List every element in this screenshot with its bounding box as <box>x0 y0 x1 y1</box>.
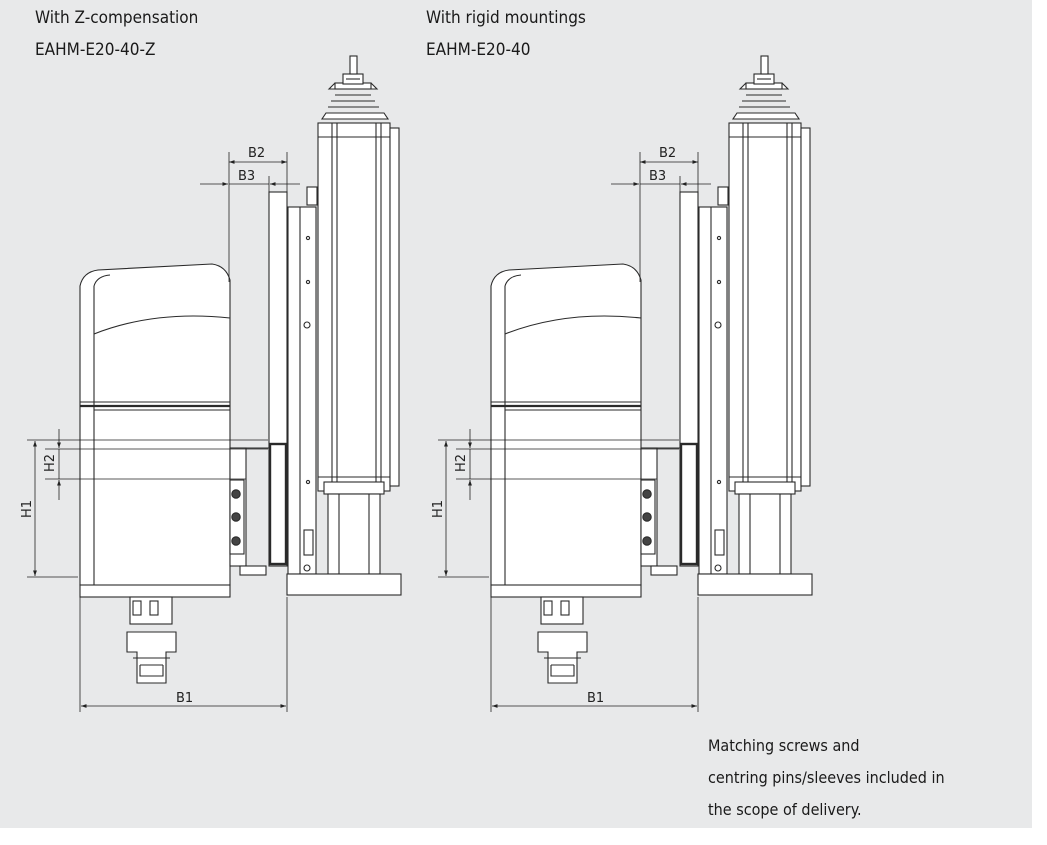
variant-name: With Z-compensation <box>35 8 199 28</box>
note-line: Matching screws and <box>708 736 860 755</box>
dim-label-b3: B3 <box>649 169 666 184</box>
variant-model: EAHM-E20-40 <box>426 40 531 60</box>
dim-label-b2: B2 <box>659 146 676 161</box>
dim-label-b2: B2 <box>248 146 265 161</box>
delivery-note: Matching screws and centring pins/sleeve… <box>708 730 945 826</box>
gripper-drawing <box>78 54 403 685</box>
caption-z-compensation: With Z-compensation EAHM-E20-40-Z <box>35 2 198 66</box>
drawing-panel: With Z-compensation EAHM-E20-40-Z With r… <box>0 0 1032 828</box>
caption-rigid-mountings: With rigid mountings EAHM-E20-40 <box>426 2 586 66</box>
dim-label-h2: H2 <box>43 454 58 472</box>
note-line: the scope of delivery. <box>708 800 862 819</box>
dim-label-h2: H2 <box>454 454 469 472</box>
dim-label-b3: B3 <box>238 169 255 184</box>
view-z-compensation: B2 B3 B1 H1 H2 <box>20 54 403 712</box>
dim-label-h1: H1 <box>431 500 446 518</box>
variant-name: With rigid mountings <box>426 8 586 28</box>
dim-label-b1: B1 <box>587 691 604 706</box>
dim-label-b1: B1 <box>176 691 193 706</box>
dim-label-h1: H1 <box>20 500 35 518</box>
gripper-drawing <box>489 54 814 685</box>
variant-model: EAHM-E20-40-Z <box>35 40 156 60</box>
note-line: centring pins/sleeves included in <box>708 768 945 787</box>
technical-drawing: B2 B3 B1 H1 H2 B2 B3 B1 H1 H2 <box>20 54 814 828</box>
view-rigid-mountings: B2 B3 B1 H1 H2 <box>431 54 814 712</box>
